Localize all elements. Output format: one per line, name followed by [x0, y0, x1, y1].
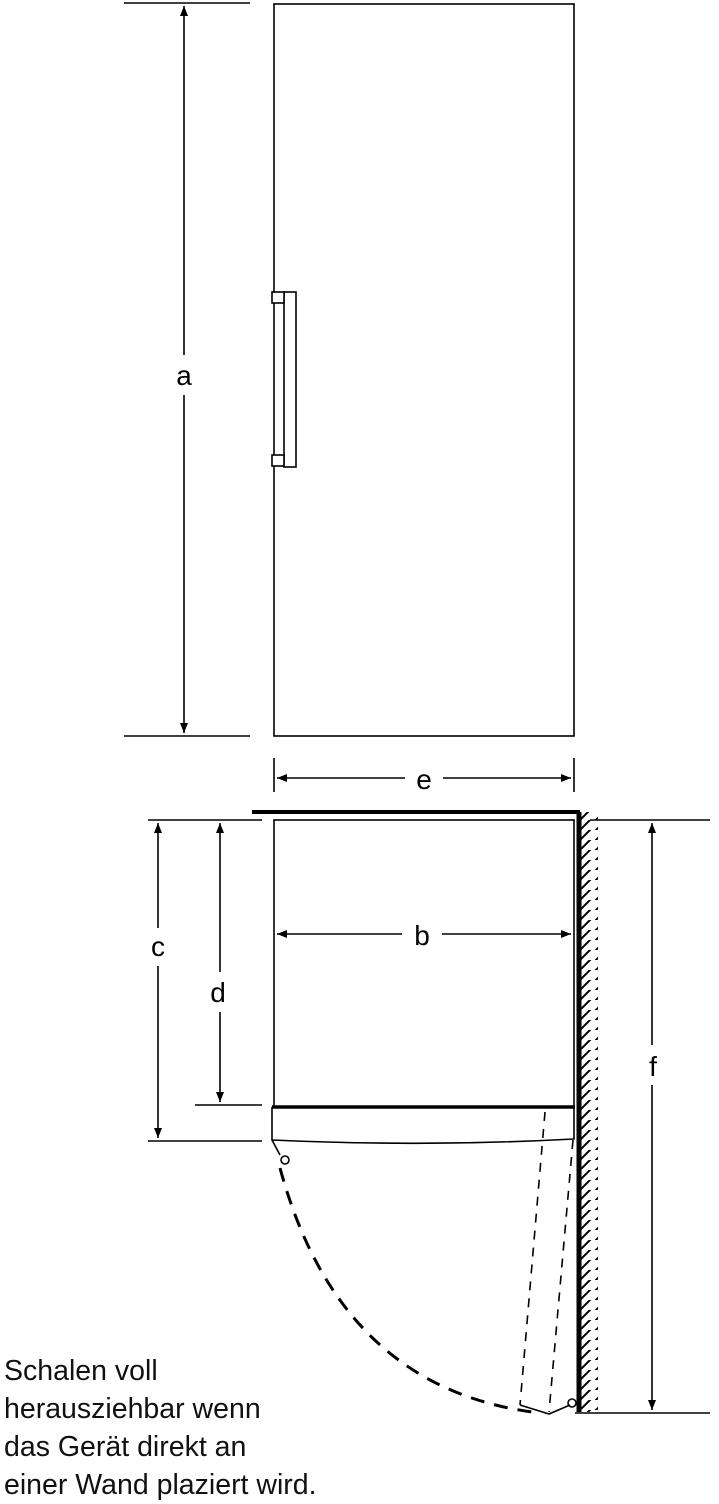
- wall-hatching: [581, 812, 598, 1412]
- door-handle: [271, 291, 297, 468]
- label-d: d: [210, 977, 226, 1008]
- label-a: a: [176, 360, 192, 391]
- note-line: einer Wand plaziert wird.: [4, 1469, 317, 1501]
- dimension-c: [148, 819, 262, 1142]
- label-f: f: [649, 1051, 657, 1082]
- dimension-e: [273, 758, 575, 792]
- open-door-outline: [519, 1111, 574, 1413]
- label-b: b: [414, 920, 430, 951]
- door-top-view: [271, 1105, 575, 1165]
- dimension-a: [124, 2, 250, 737]
- dimension-d: [195, 823, 262, 1106]
- label-e: e: [416, 764, 432, 795]
- note-line: das Gerät direkt an: [4, 1431, 247, 1463]
- note-line: Schalen voll: [4, 1355, 158, 1387]
- top-view-body: [273, 819, 575, 1108]
- dimension-f: [575, 819, 710, 1414]
- front-view-body: [273, 3, 575, 737]
- note-line: herausziehbar wenn: [4, 1393, 261, 1425]
- installation-note: Schalen voll herausziehbar wenn das Gerä…: [4, 1352, 317, 1504]
- label-c: c: [151, 931, 165, 962]
- door-swing-arc: [278, 1167, 541, 1415]
